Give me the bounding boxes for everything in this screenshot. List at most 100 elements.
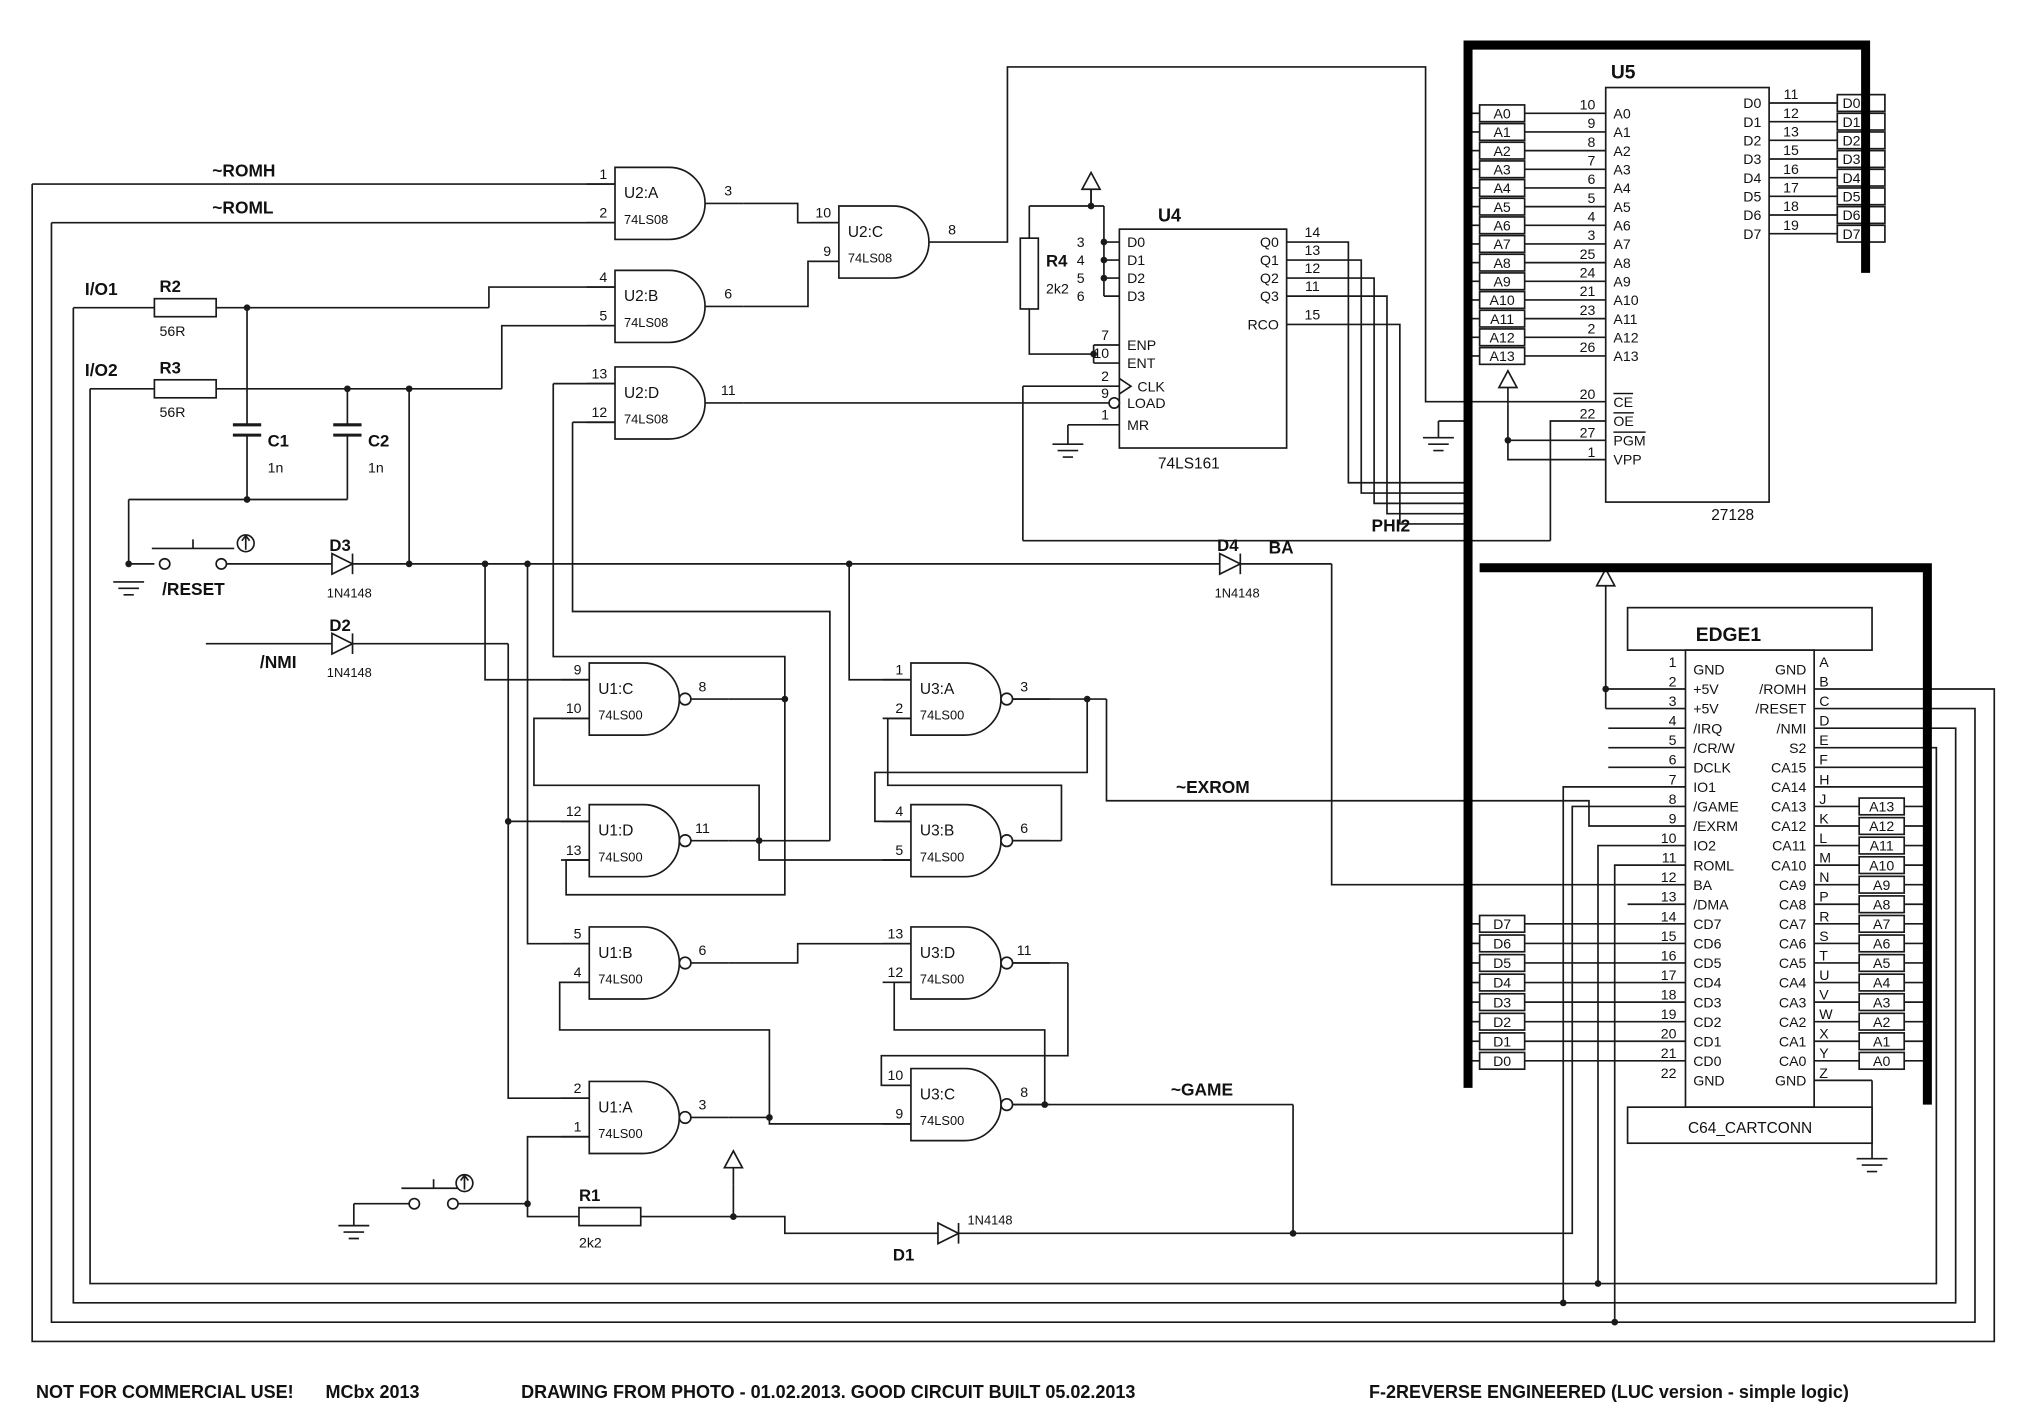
edge-pin-letter: W: [1819, 1006, 1833, 1022]
bus-tag: D7: [1493, 916, 1511, 932]
gate-name: U1:B: [598, 945, 632, 962]
gate-pin-number: 13: [566, 842, 582, 858]
u5-pin-number: 2: [1588, 320, 1596, 336]
edge-pin-letter: R: [1819, 908, 1829, 924]
bus-tag: A1: [1493, 124, 1510, 140]
edge-pin-name: CA7: [1779, 916, 1807, 932]
gate-invert-bubble: [1000, 1097, 1014, 1112]
bus-tag: A8: [1493, 255, 1510, 271]
r3-ref: R3: [160, 358, 181, 377]
u5-pin-number: 20: [1580, 386, 1596, 402]
signal-reset: /RESET: [162, 579, 225, 599]
u4-pin-number: 1: [1101, 407, 1109, 423]
edge-pin-letter: J: [1819, 791, 1826, 807]
edge-pin-name: CA3: [1779, 994, 1807, 1010]
bus-tag: D2: [1493, 1014, 1511, 1030]
junction-dots: [125, 202, 1619, 1326]
edge-pin-name: GND: [1693, 662, 1724, 678]
u5-pin-name: A2: [1613, 143, 1630, 159]
edge-pin-name: CA0: [1779, 1053, 1807, 1069]
u4-pin-number: 12: [1304, 260, 1320, 276]
bus-tag: D7: [1842, 226, 1860, 242]
u5-pin-name: D2: [1743, 132, 1761, 148]
edge-pin-name: BA: [1693, 877, 1712, 893]
gate-body: [910, 803, 1002, 878]
u4-pin-number: 14: [1304, 224, 1320, 240]
gate-pin-number: 6: [724, 286, 732, 302]
gate-invert-bubble: [1000, 692, 1014, 706]
edge-pin-letter: X: [1819, 1026, 1829, 1042]
freeze-pushbutton[interactable]: [401, 1173, 474, 1210]
edge-pin-letter: V: [1819, 987, 1829, 1003]
u4-pin-name: Q0: [1260, 234, 1279, 250]
r1-ref: R1: [579, 1186, 600, 1205]
edge-pin-letter: N: [1819, 869, 1829, 885]
wire-button-r1-d1: [352, 1135, 1294, 1235]
u5-pin-name: OE: [1613, 413, 1633, 429]
u5-pin-name: A12: [1613, 329, 1638, 345]
labels: ~ROMH ~ROML I/O1 I/O2 /RESET /NMI ~EXROM…: [36, 63, 1849, 1403]
signal-ba: BA: [1269, 538, 1295, 558]
edge-pin-number: 14: [1661, 908, 1677, 924]
edge-pin-name: DCLK: [1693, 759, 1731, 775]
gate-pin-number: 5: [599, 308, 607, 324]
edge-pin-number: 5: [1669, 732, 1677, 748]
bus-tag: A9: [1873, 877, 1890, 893]
edge-pin-name: GND: [1775, 662, 1806, 678]
u5-pin-name: D1: [1743, 114, 1761, 130]
edge-pin-number: 17: [1661, 967, 1677, 983]
gate-body: [588, 803, 681, 878]
edge-pin-number: 12: [1661, 869, 1677, 885]
u5-pin-name: D3: [1743, 151, 1761, 167]
bus-tag: A6: [1493, 217, 1510, 233]
d2-value: 1N4148: [327, 665, 372, 680]
d3-value: 1N4148: [327, 585, 372, 600]
gate-name: U1:C: [598, 681, 633, 698]
bus-tag: A11: [1490, 311, 1514, 327]
u5-pin-name: VPP: [1613, 452, 1641, 468]
edge-pin-number: 6: [1669, 752, 1677, 768]
reset-pushbutton[interactable]: [151, 534, 255, 570]
gate-body: [910, 662, 1002, 736]
edge-pin-name: /GAME: [1693, 799, 1739, 815]
u5-pin-number: 21: [1580, 283, 1596, 299]
u4-pin-number: 13: [1304, 242, 1320, 258]
bus-tag: D3: [1842, 151, 1860, 167]
u5-body: [1604, 86, 1770, 503]
bus-tag: A10: [1869, 857, 1894, 873]
edge-pin-letter: M: [1819, 850, 1831, 866]
edge-pin-letter: B: [1819, 673, 1828, 689]
diode-d1: [937, 1221, 961, 1245]
edge-pin-name: /CR/W: [1693, 740, 1735, 756]
u5-address-pins: A010A0A19A1A28A2A37A3A46A4A55A5A64A6A73A…: [1468, 96, 1639, 366]
r1-value: 2k2: [579, 1234, 602, 1250]
edge-pin-number: 10: [1661, 830, 1677, 846]
edge-pin-letter: K: [1819, 810, 1829, 826]
bus-tag: D5: [1842, 188, 1860, 204]
wire-signals: [31, 183, 1996, 1343]
u5-pin-number: 22: [1580, 405, 1596, 421]
gate-name: U1:A: [598, 1099, 633, 1116]
gate-pin-number: 6: [699, 942, 707, 958]
ground-symbol: [1422, 436, 1455, 452]
edge-pin-name: +5V: [1693, 681, 1719, 697]
u4-pin-number: 4: [1077, 252, 1085, 268]
u4-pin-name: RCO: [1247, 317, 1278, 333]
u4-pin-number: 3: [1077, 234, 1085, 250]
components: [112, 171, 1889, 1245]
edge-pin-letter: H: [1819, 771, 1829, 787]
gate-pin-number: 12: [592, 404, 608, 420]
edge-pin-name: CA12: [1771, 818, 1806, 834]
d3-ref: D3: [329, 536, 350, 555]
diode-d2: [331, 632, 355, 656]
footer-center: DRAWING FROM PHOTO - 01.02.2013. GOOD CI…: [521, 1382, 1135, 1402]
gate-pin-number: 1: [895, 662, 903, 678]
d1-value: 1N4148: [968, 1212, 1013, 1227]
